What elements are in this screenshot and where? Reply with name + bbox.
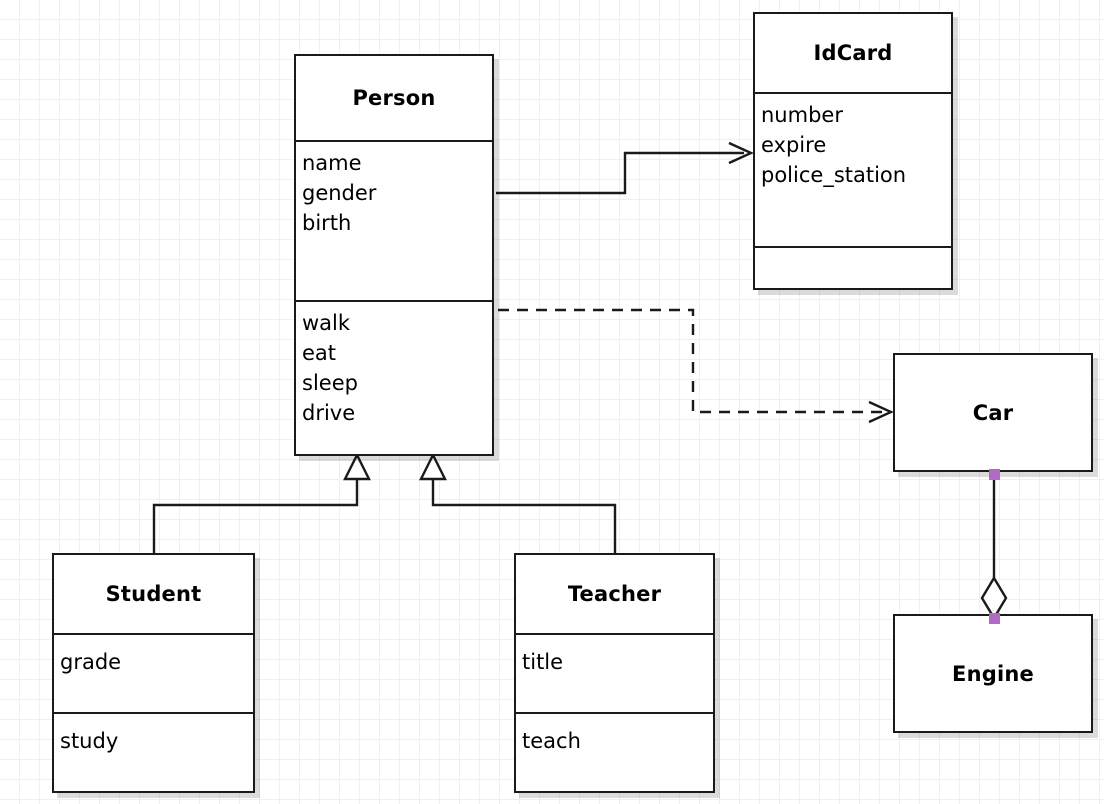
methods-idcard — [755, 246, 951, 288]
attribute-item: number — [761, 103, 843, 127]
uml-class-student[interactable]: Student grade study — [52, 553, 255, 793]
attribute-item: grade — [60, 650, 122, 674]
methods-teacher: teach — [516, 712, 713, 791]
relationship-car-engine[interactable] — [980, 472, 1008, 621]
uml-class-engine[interactable]: Engine — [893, 614, 1093, 733]
attribute-item: title — [522, 650, 564, 674]
class-name-student: Student — [105, 582, 202, 606]
link-endpoint-handle-engine[interactable] — [988, 612, 1000, 624]
method-item: teach — [522, 729, 581, 753]
method-item: walk — [302, 311, 351, 335]
attribute-item: expire — [761, 133, 827, 157]
attributes-teacher: title — [516, 633, 713, 712]
relationship-person-car[interactable] — [498, 308, 894, 424]
method-item: sleep — [302, 371, 358, 395]
class-name-teacher: Teacher — [567, 582, 662, 606]
attribute-item: gender — [302, 181, 377, 205]
attributes-idcard: number expire police_station — [755, 92, 951, 246]
relationship-student-person[interactable] — [152, 452, 371, 553]
class-name-person: Person — [352, 86, 436, 110]
class-name-engine: Engine — [952, 661, 1034, 686]
method-item: drive — [302, 401, 356, 425]
attribute-item: police_station — [761, 163, 907, 187]
relationship-person-idcard[interactable] — [496, 141, 754, 195]
uml-class-person[interactable]: Person name gender birth walk eat sleep … — [294, 54, 494, 456]
class-name-idcard: IdCard — [813, 41, 893, 65]
attributes-student: grade — [54, 633, 253, 712]
methods-student: study — [54, 712, 253, 791]
uml-class-idcard[interactable]: IdCard number expire police_station — [753, 12, 953, 290]
relationship-teacher-person[interactable] — [419, 452, 617, 553]
uml-class-car[interactable]: Car — [893, 353, 1093, 472]
link-endpoint-handle-car[interactable] — [988, 468, 1000, 480]
attribute-item: name — [302, 151, 362, 175]
uml-class-teacher[interactable]: Teacher title teach — [514, 553, 715, 793]
methods-person: walk eat sleep drive — [296, 300, 492, 454]
method-item: study — [60, 729, 119, 753]
attributes-person: name gender birth — [296, 140, 492, 300]
method-item: eat — [302, 341, 337, 365]
class-name-car: Car — [972, 400, 1014, 425]
attribute-item: birth — [302, 211, 352, 235]
